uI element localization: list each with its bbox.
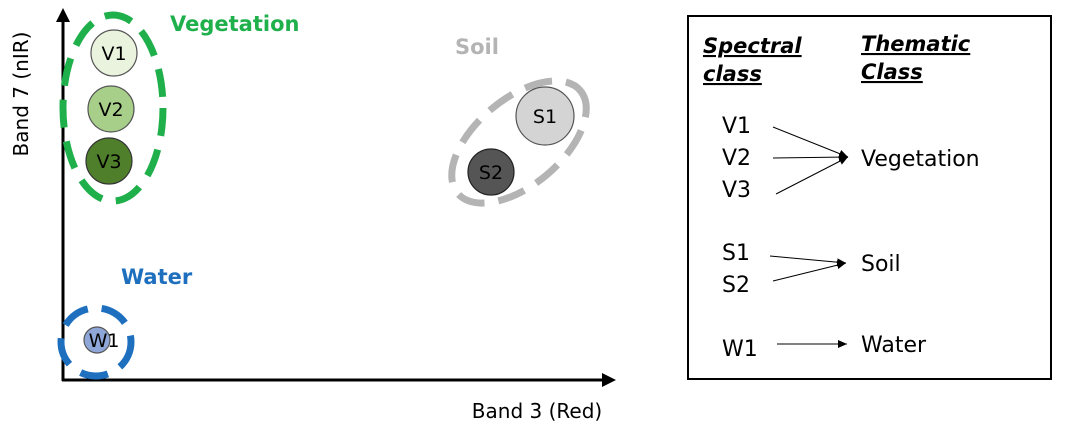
spectral-item-s1: S1 <box>722 241 750 266</box>
spectral-item-v2: V2 <box>722 146 751 171</box>
water-cluster-outline <box>57 304 135 380</box>
x-axis-label: Band 3 (Red) <box>472 399 602 423</box>
arrow-s1-soil <box>769 255 847 267</box>
x-axis-arrowhead <box>602 373 616 387</box>
spectral-class-header-line2: class <box>703 62 762 86</box>
point-v2 <box>87 85 135 133</box>
point-v3 <box>85 137 133 185</box>
point-v1-label: V1 <box>101 43 126 65</box>
y-axis-label: Band 7 (nIR) <box>9 32 33 157</box>
arrow-s2-soil <box>772 261 847 282</box>
spectral-class-header-line1: Spectral <box>703 34 802 58</box>
vegetation-cluster-outline <box>59 11 167 205</box>
spectral-item-v3: V3 <box>722 178 751 203</box>
soil-cluster-label: Soil <box>455 35 499 59</box>
point-v2-label: V2 <box>98 99 123 121</box>
point-s1-label: S1 <box>533 106 557 128</box>
point-v3-label: V3 <box>96 151 121 173</box>
arrow-v3-vegetation <box>775 156 849 195</box>
spectral-item-w1: W1 <box>722 337 758 362</box>
thematic-item-vegetation: Vegetation <box>861 147 980 172</box>
spectral-item-v1: V1 <box>722 114 751 139</box>
point-w1 <box>83 326 111 354</box>
y-axis-arrowhead <box>56 8 70 22</box>
point-s1 <box>515 86 575 146</box>
arrow-v2-vegetation <box>772 153 849 162</box>
point-w1-label: W1 <box>89 330 120 352</box>
soil-cluster-outline <box>448 77 590 207</box>
legend-box <box>687 15 1052 380</box>
water-cluster-label: Water <box>121 265 193 289</box>
thematic-item-water: Water <box>861 333 927 358</box>
thematic-class-header-line1: Thematic <box>861 32 971 56</box>
spectral-item-s2: S2 <box>722 273 750 298</box>
point-s2-label: S2 <box>479 162 503 184</box>
thematic-class-header-line2: Class <box>861 60 923 84</box>
thematic-item-soil: Soil <box>861 252 901 277</box>
point-s2 <box>467 148 515 196</box>
vegetation-cluster-label: Vegetation <box>170 12 299 36</box>
arrow-v1-vegetation <box>772 126 849 158</box>
point-v1 <box>90 29 138 77</box>
